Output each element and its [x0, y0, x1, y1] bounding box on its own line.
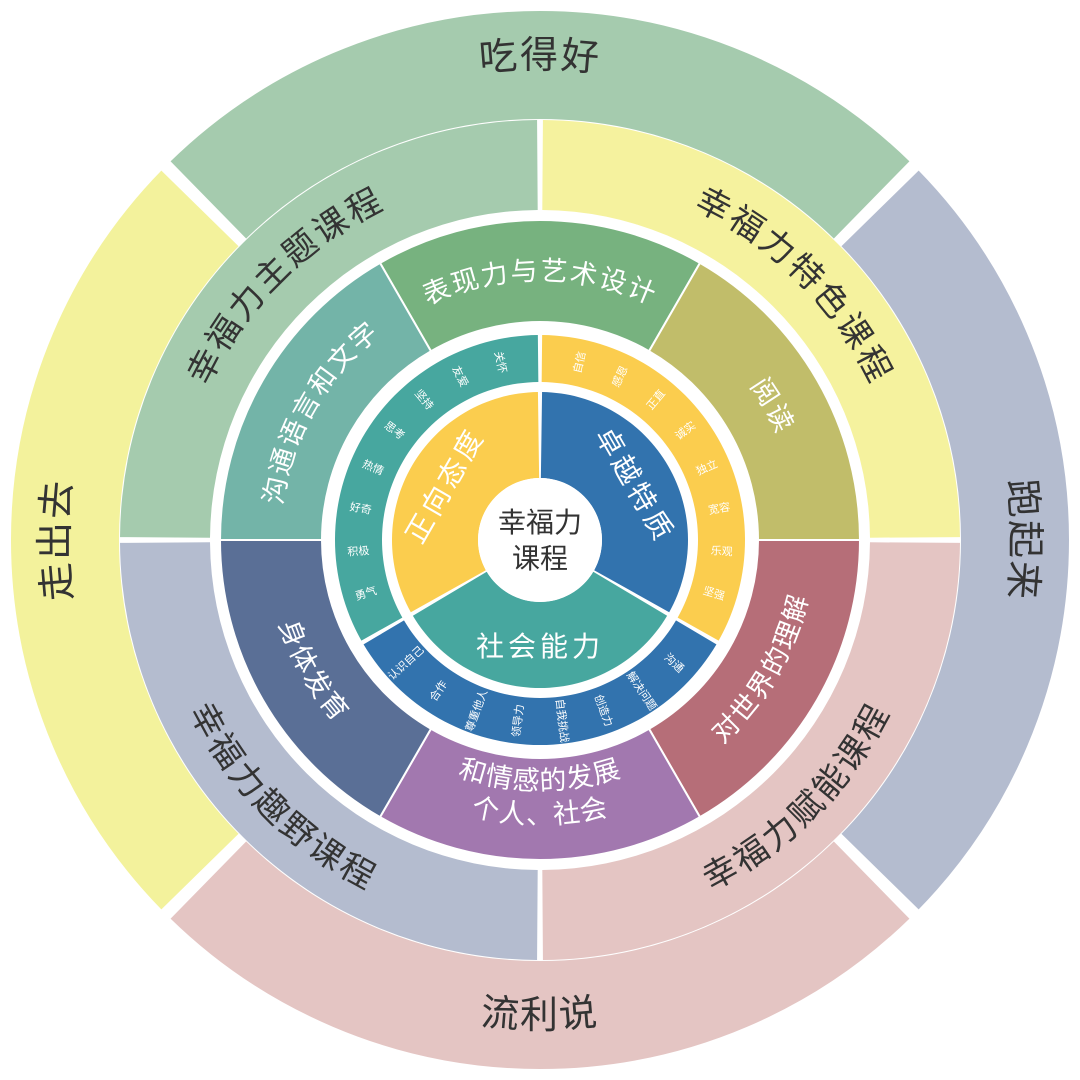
category-sector-2 — [412, 571, 668, 689]
trait-word: 乐观 — [710, 544, 733, 558]
trait-word: 自信 — [571, 350, 589, 374]
trait-word: 关怀 — [492, 350, 511, 375]
outer-label-2: 跑起来 — [1000, 477, 1047, 603]
center-title-line2: 课程 — [512, 542, 568, 575]
category-label-2: 社会能力 — [476, 630, 604, 663]
trait-sector-2 — [363, 620, 717, 746]
course-sector-2 — [542, 542, 960, 960]
trait-word: 好奇 — [349, 499, 373, 517]
outer-label-1: 吃得好 — [477, 33, 603, 80]
course-sector-4 — [120, 120, 538, 538]
outer-label-3: 流利说 — [479, 990, 600, 1037]
trait-word: 勇气 — [353, 583, 378, 603]
trait-sector-3 — [334, 335, 539, 641]
course-sector-1 — [542, 120, 960, 538]
center-hub — [478, 478, 602, 602]
trait-word: 积极 — [347, 543, 370, 558]
trait-word: 领导力 — [510, 704, 527, 738]
trait-word: 坚强 — [702, 584, 727, 603]
center-title-line1: 幸福力 — [498, 506, 582, 539]
trait-word: 自我挑战 — [553, 698, 572, 743]
course-sector-3 — [120, 542, 538, 960]
domain-sector-6 — [218, 261, 433, 541]
trait-sector-1 — [541, 335, 745, 641]
trait-word: 宽容 — [707, 499, 731, 517]
category-sector-3 — [391, 392, 540, 613]
category-sector-1 — [540, 392, 688, 613]
outer-label-4: 走出去 — [33, 477, 80, 603]
